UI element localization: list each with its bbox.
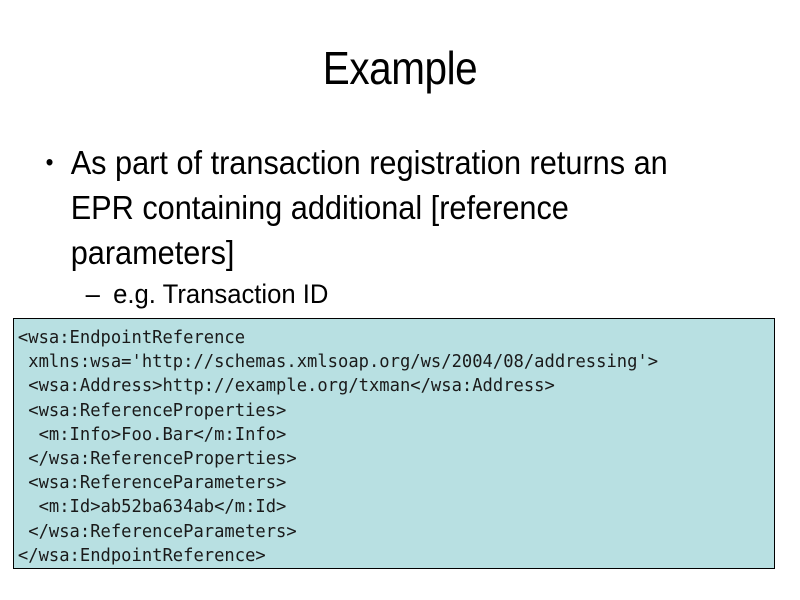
bullet-list: • As part of transaction registration re…	[40, 140, 770, 313]
code-line: <wsa:EndpointReference	[17, 328, 246, 348]
code-line: <wsa:ReferenceProperties>	[17, 400, 287, 421]
bullet-dot-icon: •	[45, 149, 54, 176]
code-line: </wsa:EndpointReference>	[17, 545, 266, 566]
list-item-label: As part of transaction registration retu…	[70, 144, 668, 271]
code-line: <wsa:Address>http://example.org/txman</w…	[17, 376, 555, 397]
list-item: • As part of transaction registration re…	[40, 140, 719, 275]
code-line: </wsa:ReferenceParameters>	[17, 521, 297, 542]
code-line: <m:Id>ab52ba634ab</m:Id>	[17, 497, 287, 518]
list-item: – e.g. Transaction ID	[40, 275, 734, 313]
code-line: <m:Info>Foo.Bar</m:Info>	[17, 424, 287, 445]
code-line: xmlns:wsa='http://schemas.xmlsoap.org/ws…	[17, 352, 659, 373]
list-item-label: e.g. Transaction ID	[113, 279, 329, 309]
bullet-dash-icon: –	[85, 279, 100, 309]
code-block-text: <wsa:EndpointReference xmlns:wsa='http:/…	[14, 319, 759, 568]
code-line: <wsa:ReferenceParameters>	[17, 473, 287, 494]
code-line: </wsa:ReferenceProperties>	[17, 449, 297, 470]
page-title: Example	[322, 42, 478, 94]
code-block: <wsa:EndpointReference xmlns:wsa='http:/…	[13, 318, 775, 569]
